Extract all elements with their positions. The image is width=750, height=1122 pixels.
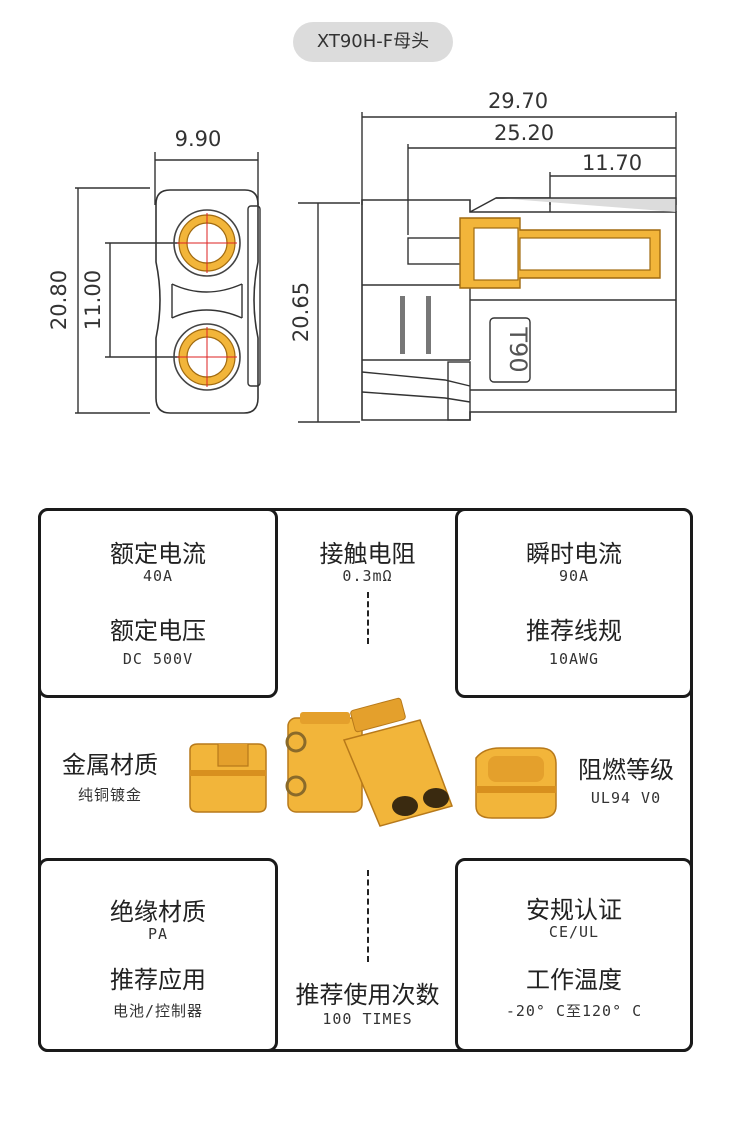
temperature-value: -20° C至120° C [505,1002,643,1020]
rated-current-value: 40A [142,567,174,585]
dim-side-body: 25.20 [494,121,554,145]
front-pin-bottom [173,323,241,391]
certification-value: CE/UL [548,923,600,941]
dim-side-height: 20.65 [289,282,313,342]
side-mark: T90 [504,326,532,372]
instant-current-label: 瞬时电流 [526,540,622,568]
divider-dash-top [367,592,369,644]
side-view [298,112,677,423]
dim-pin-spacing: 11.00 [81,270,105,330]
rated-current-label: 额定电流 [110,540,206,568]
temperature-label: 工作温度 [526,966,622,994]
insulation-label: 绝缘材质 [110,898,206,926]
instant-current-value: 90A [558,567,590,585]
rated-voltage-value: DC 500V [122,650,194,668]
dim-side-pin: 11.70 [582,151,642,175]
divider-dash-bottom [367,870,369,962]
dim-front-width: 9.90 [175,127,222,151]
dim-front-height: 20.80 [47,270,71,330]
spec-box-bottom-left [38,858,278,1052]
spec-box-bottom-right [455,858,693,1052]
insulation-value: PA [147,925,169,943]
certification-label: 安规认证 [526,896,622,924]
application-value: 电池/控制器 [112,1002,204,1020]
spec-box-top-right [455,508,693,698]
usage-count-value: 100 TIMES [322,1010,413,1028]
usage-count-label: 推荐使用次数 [295,981,440,1009]
application-label: 推荐应用 [110,966,206,994]
contact-resistance-value: 0.3mΩ [342,567,393,585]
front-view [75,152,261,414]
metal-material-value: 纯铜镀金 [77,786,142,804]
rated-voltage-label: 额定电压 [110,617,206,645]
front-pin-top [173,209,241,277]
flame-rating-value: UL94 V0 [590,789,662,807]
spec-box-top-left [38,508,278,698]
dim-side-length: 29.70 [488,89,548,113]
contact-resistance-label: 接触电阻 [319,540,416,568]
wire-gauge-label: 推荐线规 [526,617,622,645]
side-contact [400,217,661,354]
flame-rating-label: 阻燃等级 [578,756,674,784]
product-title: XT90H-F母头 [293,22,453,62]
technical-drawing: 9.90 20.80 11.00 29.70 25.20 [47,89,677,423]
metal-material-label: 金属材质 [62,751,158,779]
wire-gauge-value: 10AWG [548,650,600,668]
